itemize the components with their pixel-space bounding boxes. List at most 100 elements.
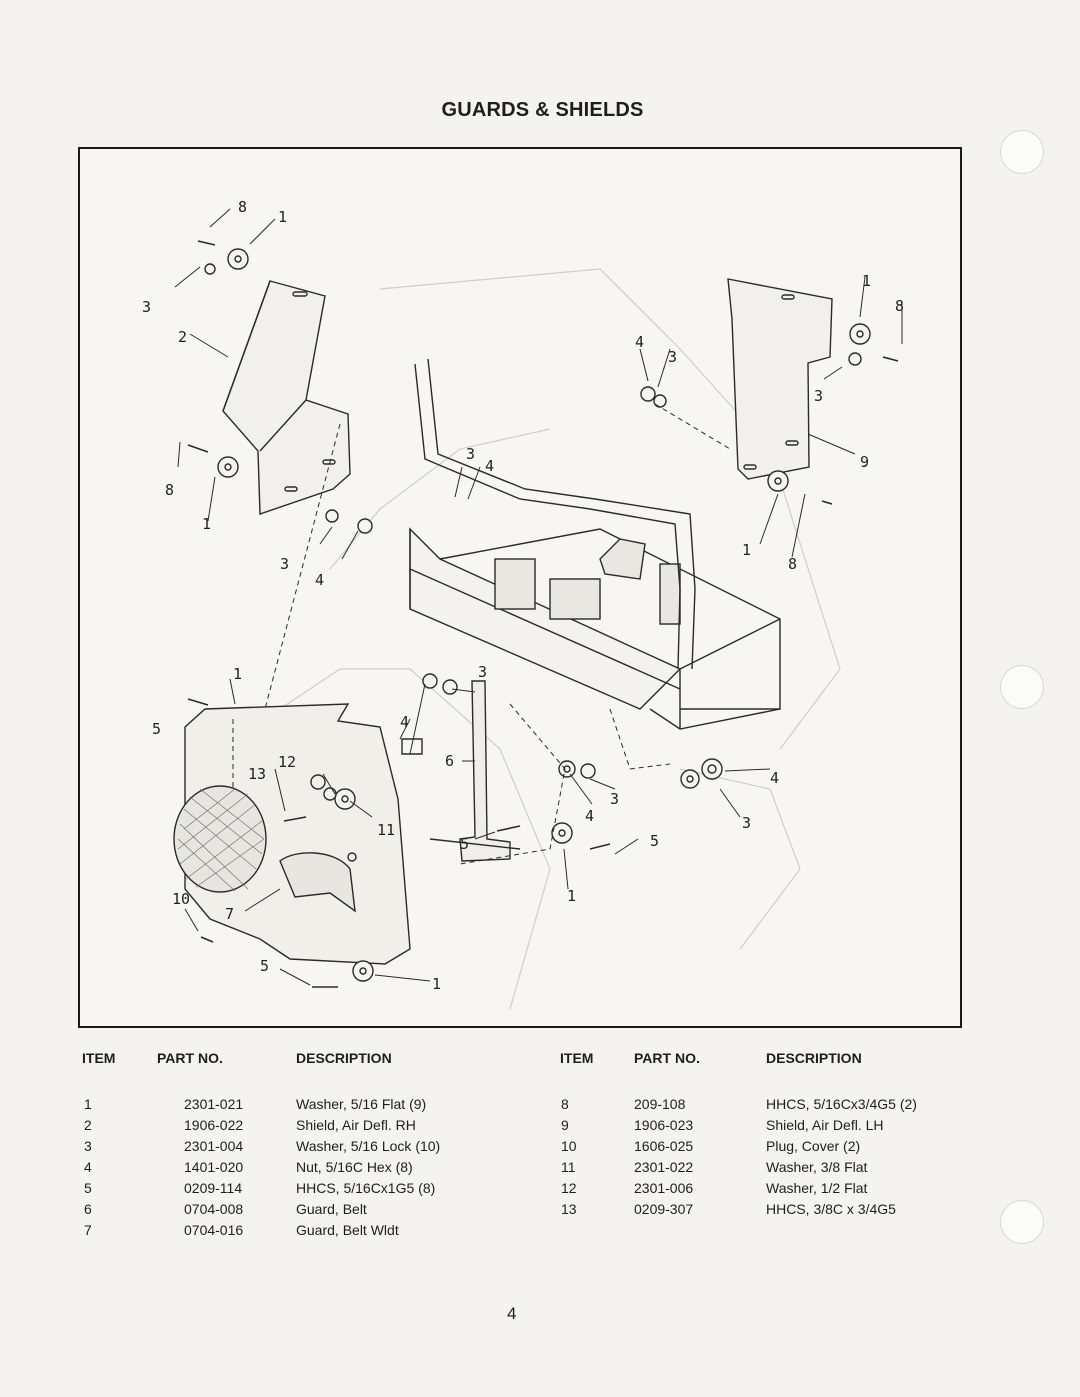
part-number: 2301-022	[634, 1159, 694, 1175]
callout-36: 5	[260, 957, 269, 975]
callout-25: 13	[248, 765, 266, 783]
callout-20: 5	[152, 720, 161, 738]
part-number: 0209-114	[184, 1180, 243, 1196]
item-number: 11	[561, 1159, 576, 1175]
part-number: 2301-021	[184, 1096, 244, 1112]
binder-hole-middle	[1000, 665, 1044, 709]
callout-18: 4	[485, 457, 494, 475]
part-number: 1906-023	[634, 1117, 694, 1133]
callout-28: 4	[585, 807, 594, 825]
part-description: Nut, 5/16C Hex (8)	[296, 1159, 413, 1175]
part-description: HHCS, 5/16Cx3/4G5 (2)	[766, 1096, 917, 1112]
part-description: Washer, 5/16 Lock (10)	[296, 1138, 441, 1154]
header-part-no-left: PART NO.	[157, 1050, 223, 1066]
item-number: 6	[84, 1201, 92, 1217]
item-number: 5	[84, 1180, 92, 1196]
table-row: 8 209-108 HHCS, 5/16Cx3/4G5 (2)	[0, 1094, 1040, 1115]
table-row: 11 2301-022 Washer, 3/8 Flat	[0, 1157, 1040, 1178]
part-number: 1606-025	[634, 1138, 694, 1154]
callout-11: 4	[635, 333, 644, 351]
header-item-left: ITEM	[82, 1050, 116, 1066]
part-description: Guard, Belt Wldt	[296, 1222, 399, 1238]
callout-2: 1	[278, 208, 287, 226]
callout-29: 4	[770, 769, 779, 787]
callout-32: 5	[650, 832, 659, 850]
part-description: HHCS, 5/16Cx1G5 (8)	[296, 1180, 436, 1196]
exploded-parts-diagram: 8 1 3 2 8 1 3 4 1 8 4 3 3 9 1 8 3 4 1 5 …	[78, 147, 962, 1028]
part-description: Guard, Belt	[296, 1201, 367, 1217]
table-row: 4 1401-020 Nut, 5/16C Hex (8)	[0, 1157, 540, 1178]
callout-6: 1	[202, 515, 211, 533]
part-number: 2301-004	[184, 1138, 244, 1154]
callout-35: 7	[225, 905, 234, 923]
callout-4: 2	[178, 328, 187, 346]
header-description-left: DESCRIPTION	[296, 1050, 392, 1066]
item-number: 9	[561, 1117, 569, 1133]
callout-27: 3	[610, 790, 619, 808]
binder-hole-top	[1000, 130, 1044, 174]
callout-14: 9	[860, 453, 869, 471]
item-number: 4	[84, 1159, 92, 1175]
callout-17: 3	[466, 445, 475, 463]
item-number: 8	[561, 1096, 569, 1112]
table-row: 6 0704-008 Guard, Belt	[0, 1199, 540, 1220]
item-number: 2	[84, 1117, 92, 1133]
callout-22: 4	[400, 713, 409, 731]
callout-23: 6	[445, 752, 454, 770]
part-number: 209-108	[634, 1096, 686, 1112]
callout-26: 11	[377, 821, 395, 839]
table-row: 10 1606-025 Plug, Cover (2)	[0, 1136, 1040, 1157]
table-row: 9 1906-023 Shield, Air Defl. LH	[0, 1115, 1040, 1136]
header-part-no-right: PART NO.	[634, 1050, 700, 1066]
part-description: Washer, 5/16 Flat (9)	[296, 1096, 427, 1112]
part-description: Plug, Cover (2)	[766, 1138, 861, 1154]
callout-8: 4	[315, 571, 324, 589]
part-number: 1401-020	[184, 1159, 244, 1175]
callout-9: 1	[862, 272, 871, 290]
table-row: 5 0209-114 HHCS, 5/16Cx1G5 (8)	[0, 1178, 540, 1199]
part-number: 0704-016	[184, 1222, 244, 1238]
callout-15: 1	[742, 541, 751, 559]
callout-13: 3	[814, 387, 823, 405]
table-row: 12 2301-006 Washer, 1/2 Flat	[0, 1178, 1040, 1199]
diagram-drawing: 8 1 3 2 8 1 3 4 1 8 4 3 3 9 1 8 3 4 1 5 …	[142, 198, 904, 1010]
page-title: GUARDS & SHIELDS	[441, 99, 644, 121]
part-description: Washer, 1/2 Flat	[766, 1180, 868, 1196]
table-row: 7 0704-016 Guard, Belt Wldt	[0, 1220, 540, 1241]
part-description: HHCS, 3/8C x 3/4G5	[766, 1201, 896, 1217]
callout-24: 12	[278, 753, 296, 771]
part-description: Shield, Air Defl. RH	[296, 1117, 416, 1133]
table-row: 3 2301-004 Washer, 5/16 Lock (10)	[0, 1136, 540, 1157]
binder-hole-bottom	[1000, 1200, 1044, 1244]
callout-3: 3	[142, 298, 151, 316]
callout-30: 3	[742, 814, 751, 832]
callout-10: 8	[895, 297, 904, 315]
item-number: 7	[84, 1222, 92, 1238]
callout-21: 3	[478, 663, 487, 681]
callout-31: 5	[460, 835, 469, 853]
part-description: Washer, 3/8 Flat	[766, 1159, 868, 1175]
part-description: Shield, Air Defl. LH	[766, 1117, 884, 1133]
part-number: 2301-006	[634, 1180, 694, 1196]
callout-5: 8	[165, 481, 174, 499]
callout-16: 8	[788, 555, 797, 573]
part-number: 0704-008	[184, 1201, 244, 1217]
callout-37: 1	[432, 975, 441, 993]
header-item-right: ITEM	[560, 1050, 594, 1066]
callout-34: 10	[172, 890, 190, 908]
item-number: 12	[561, 1180, 577, 1196]
item-number: 10	[561, 1138, 577, 1154]
callout-1: 8	[238, 198, 247, 216]
part-number: 1906-022	[184, 1117, 244, 1133]
callout-33: 1	[567, 887, 576, 905]
table-row: 2 1906-022 Shield, Air Defl. RH	[0, 1115, 540, 1136]
item-number: 13	[561, 1201, 577, 1217]
part-number: 0209-307	[634, 1201, 694, 1217]
item-number: 1	[84, 1096, 92, 1112]
header-description-right: DESCRIPTION	[766, 1050, 862, 1066]
item-number: 3	[84, 1138, 92, 1154]
page-number: 4	[507, 1304, 517, 1323]
callout-12: 3	[668, 348, 677, 366]
table-row: 13 0209-307 HHCS, 3/8C x 3/4G5	[0, 1199, 1040, 1220]
callout-19: 1	[233, 665, 242, 683]
